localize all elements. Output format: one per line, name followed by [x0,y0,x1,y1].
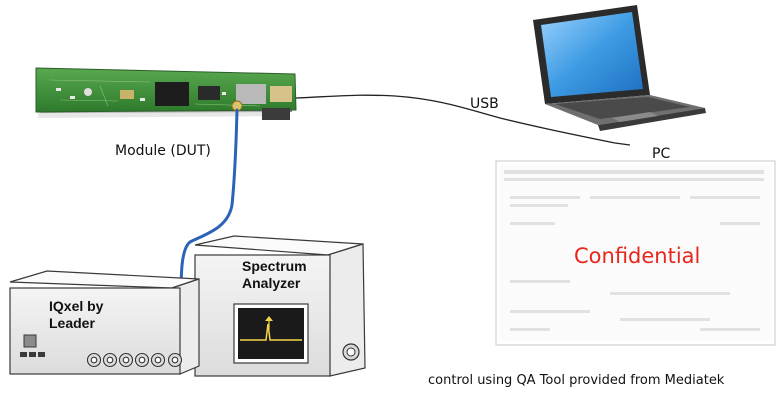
iqxel-label-line1: IQxel by [49,298,104,314]
module-board-image [35,67,297,120]
spectrum-analyzer-label: Spectrum Analyzer [242,258,307,292]
pc-label: PC [652,146,671,162]
rf-input-connector [342,343,360,361]
confidential-watermark: Confidential [574,244,701,268]
tool-screenshot-panel [495,160,776,346]
iqxel-label: IQxel by Leader [49,298,103,332]
iqxel-label-line2: Leader [49,315,95,331]
usb-cable [295,94,631,146]
usb-label: USB [470,96,499,112]
iqxel-instrument-image [9,270,200,375]
spectrum-label-line1: Spectrum [242,258,307,274]
caption-text: control using QA Tool provided from Medi… [428,373,725,388]
spectrum-analyzer-image [194,235,366,377]
spectrum-label-line2: Analyzer [242,275,301,291]
module-dut-label: Module (DUT) [115,143,211,159]
power-button-icon [23,334,37,348]
iqxel-port-row [86,352,183,368]
laptop-image [533,5,706,131]
